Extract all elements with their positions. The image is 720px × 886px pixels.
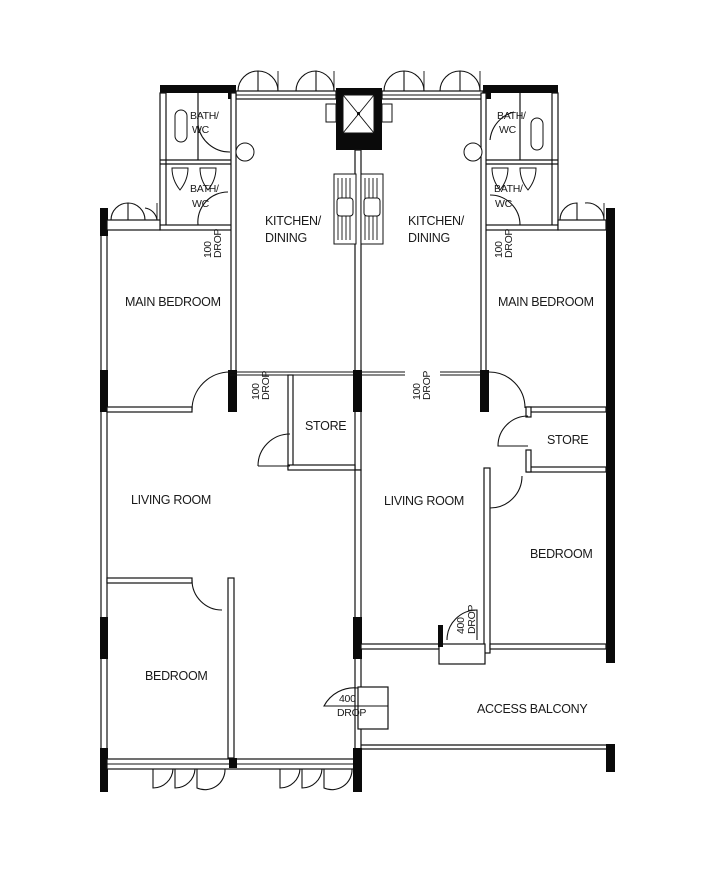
- label-bath-wc-2-left: BATH/: [190, 183, 219, 195]
- label-bath-wc-2-right: BATH/: [494, 183, 523, 195]
- room-labels: BATH/ WC BATH/ WC KITCHEN/ DINING MAIN B…: [125, 110, 594, 716]
- drop-label-right-bath: DROP: [503, 229, 515, 258]
- label-bath-wc-1-right: BATH/: [497, 110, 526, 122]
- drop-value-left-balcony: 400: [339, 693, 356, 705]
- label-store-left: STORE: [305, 419, 346, 433]
- label-living-room-right: LIVING ROOM: [384, 494, 464, 508]
- drop-value-right-bath: 100: [493, 241, 505, 258]
- drop-label-right-balcony: DROP: [466, 605, 478, 634]
- label-bath-wc-2-left-l2: WC: [192, 198, 210, 210]
- drop-label-right-kitchen: DROP: [421, 371, 433, 400]
- drop-value-left-bath: 100: [202, 241, 214, 258]
- drop-label-left-balcony: DROP: [337, 707, 366, 719]
- label-bath-wc-1-right-l2: WC: [499, 124, 517, 136]
- label-bath-wc-2-right-l2: WC: [495, 198, 513, 210]
- label-main-bedroom-right: MAIN BEDROOM: [498, 295, 594, 309]
- drop-value-right-kitchen: 100: [411, 383, 423, 400]
- label-bedroom-left: BEDROOM: [145, 669, 208, 683]
- label-bedroom-right: BEDROOM: [530, 547, 593, 561]
- label-main-bedroom-left: MAIN BEDROOM: [125, 295, 221, 309]
- label-dining-left: DINING: [265, 231, 307, 245]
- drop-value-left-kitchen: 100: [250, 383, 262, 400]
- drop-label-left-kitchen: DROP: [260, 371, 272, 400]
- label-access-balcony: ACCESS BALCONY: [477, 702, 588, 716]
- label-kitchen-left: KITCHEN/: [265, 214, 322, 228]
- label-dining-right: DINING: [408, 231, 450, 245]
- walls: [100, 70, 615, 792]
- label-living-room-left: LIVING ROOM: [131, 493, 211, 507]
- drop-label-left-bath: DROP: [212, 229, 224, 258]
- label-store-right: STORE: [547, 433, 588, 447]
- fixtures: [171, 103, 544, 245]
- label-bath-wc-1-left-l2: WC: [192, 124, 210, 136]
- label-kitchen-right: KITCHEN/: [408, 214, 465, 228]
- drop-value-right-balcony: 400: [455, 617, 467, 634]
- drop-annotations: 100 DROP 100 DROP 400 DROP 100 DROP 100 …: [202, 229, 515, 719]
- label-bath-wc-1-left: BATH/: [190, 110, 219, 122]
